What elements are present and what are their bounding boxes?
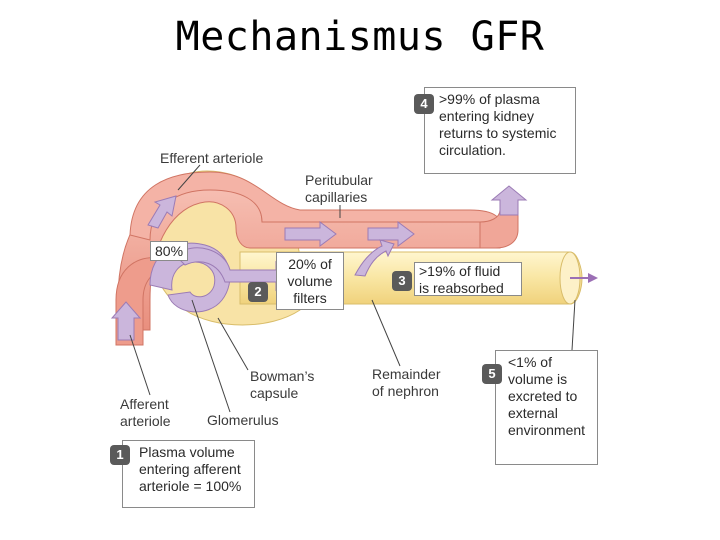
step-4-line-1: >99% of plasma — [439, 91, 540, 107]
step-1-line-2: entering afferent — [139, 461, 241, 477]
step-2-line-3: filters — [293, 290, 327, 306]
leader-remainder — [371, 299, 401, 367]
page-title: Mechanismus GFR — [175, 14, 545, 60]
remainder-of-nephron-label: Remainder of nephron — [372, 366, 440, 400]
flow-arrow-capillary-1 — [284, 221, 337, 247]
afferent-arteriole-label: Afferent arteriole — [120, 396, 171, 430]
efferent-arteriole-label: Efferent arteriole — [160, 150, 264, 166]
leader-bowman — [217, 317, 249, 371]
flow-arrow-efferent — [147, 195, 177, 229]
efferent-arteriole-shape — [129, 171, 501, 241]
step-5-line-3: excreted to — [508, 388, 578, 404]
step-5-box: <1% of volume is excreted to external en… — [495, 350, 598, 465]
step-4-line-2: entering kidney — [439, 108, 534, 124]
step-1-line-1: Plasma volume — [139, 444, 235, 460]
step-5-line-4: external — [508, 405, 558, 421]
eighty-percent-label: 80% — [150, 241, 189, 261]
step-2-box: 20% of volume filters — [276, 252, 344, 310]
step-5-badge: 5 — [482, 364, 502, 384]
step-3-line-2: is reabsorbed — [419, 280, 504, 296]
leader-excreted — [571, 299, 576, 351]
remainder-line-1: Remainder — [372, 366, 441, 382]
bowman-line-2: capsule — [250, 385, 299, 401]
step-1-box: Plasma volume entering afferent arteriol… — [122, 440, 255, 508]
step-3-box: >19% of fluid is reabsorbed — [414, 262, 522, 296]
step-1-badge: 1 — [110, 445, 130, 465]
step-2-badge: 2 — [248, 282, 268, 302]
step-1-line-3: arteriole = 100% — [139, 478, 242, 494]
peritubular-line-1: Peritubular — [305, 172, 373, 188]
flow-arrow-return-up — [490, 185, 528, 216]
remainder-line-2: of nephron — [372, 383, 439, 399]
flow-arrows — [110, 185, 528, 341]
peritubular-capillaries-label: Peritubular capillaries — [305, 172, 373, 206]
leader-afferent — [129, 334, 151, 396]
step-5-line-1: <1% of — [508, 354, 552, 370]
flow-arrow-reabsorb — [354, 239, 395, 277]
step-2-line-2: volume — [287, 273, 333, 289]
step-4-badge: 4 — [414, 94, 434, 114]
excretion-arrow-head — [588, 273, 598, 283]
bowman-line-1: Bowman’s — [250, 368, 315, 384]
step-2-line-1: 20% of — [288, 256, 332, 272]
glomerulus-label: Glomerulus — [207, 412, 279, 428]
step-5-line-2: volume is — [508, 371, 568, 387]
step-5-line-5: environment — [508, 422, 586, 438]
bowmans-capsule-label: Bowman’s capsule — [250, 368, 314, 402]
step-4-box: >99% of plasma entering kidney returns t… — [424, 87, 576, 174]
leader-efferent — [177, 164, 201, 191]
step-3-badge: 3 — [392, 271, 412, 291]
step-4-line-3: returns to systemic — [439, 125, 557, 141]
peritubular-line-2: capillaries — [305, 189, 368, 205]
step-4-line-4: circulation. — [439, 142, 506, 158]
afferent-line-1: Afferent — [120, 396, 169, 412]
leader-glomerulus — [191, 299, 231, 413]
leader-lines — [129, 164, 576, 413]
step-3-line-1: >19% of fluid — [419, 263, 501, 279]
flow-arrow-up-left — [110, 301, 142, 341]
afferent-line-2: arteriole — [120, 413, 171, 429]
